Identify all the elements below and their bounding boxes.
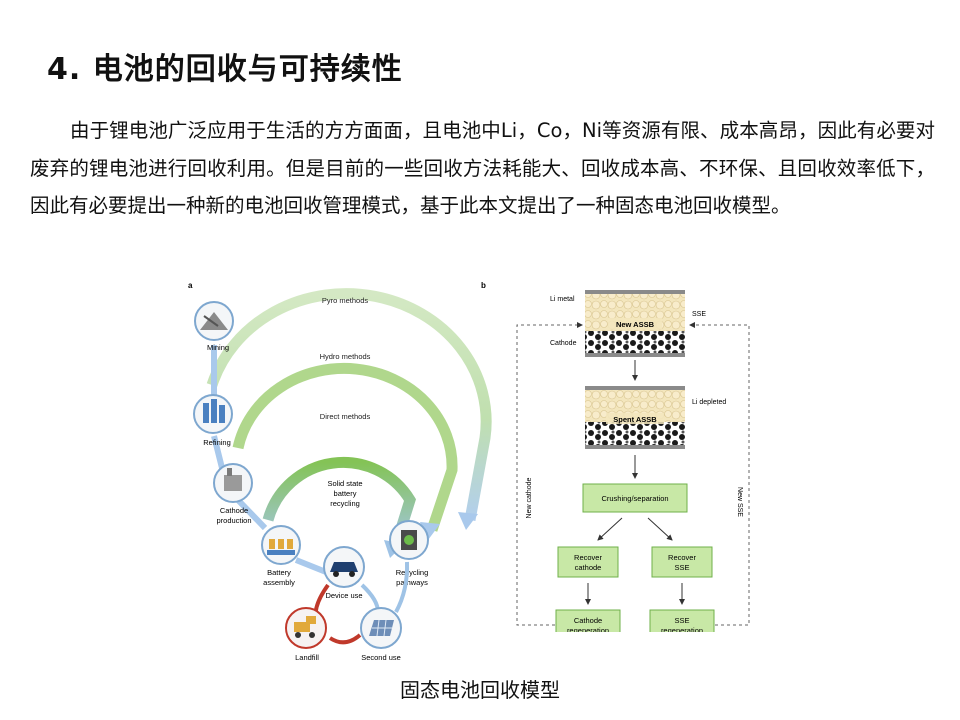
spent-assb-label: Spent ASSB (613, 415, 657, 424)
second-use-label: Second use (361, 653, 401, 662)
slide-title: 4. 电池的回收与可持续性 (47, 52, 403, 87)
new-cathode-loop (516, 322, 585, 626)
device-use-label: Device use (325, 591, 362, 600)
panel-b-label: b (481, 281, 486, 290)
hydro-label: Hydro methods (320, 352, 371, 361)
recycling-pathways-label-1: Recycling (396, 568, 429, 577)
sse-regen-label-2: regeneration (661, 626, 703, 632)
pyro-arrow-head (458, 512, 478, 530)
recover-cathode-box (557, 546, 619, 578)
hydro-arc (232, 362, 458, 532)
second-use-to-landfill-arrow (328, 633, 362, 645)
recover-cathode-label-2: cathode (575, 563, 602, 572)
body-paragraph: 由于锂电池广泛应用于生活的方方面面，且电池中Li，Co，Ni等资源有限、成本高昂… (30, 119, 935, 217)
recycling-pathways-label-2: pathways (396, 578, 428, 587)
recover-sse-box (651, 546, 713, 578)
cathode-regen-box (555, 609, 621, 632)
recover-sse-label-1: Recover (668, 553, 696, 562)
li-depleted-label: Li depleted (692, 399, 726, 406)
assb-recycling-flowchart: b New cathode New SSE New ASSB Li metal … (481, 281, 750, 632)
center-label-line2: battery (334, 489, 357, 498)
cathode-regen-label-1: Cathode (574, 616, 602, 625)
recycling-pathways-stage: Recycling pathways (389, 520, 429, 587)
new-assb-cell: New ASSB (585, 290, 685, 357)
center-label-line1: Solid state (327, 479, 362, 488)
arrow-to-recover-sse (647, 517, 673, 541)
battery-assembly-label-1: Battery (267, 568, 291, 577)
supply-chain-line (211, 345, 328, 575)
sse-label: SSE (692, 311, 706, 318)
cathode-label: Cathode (550, 340, 577, 347)
cathode-regen-label-2: regeneration (567, 626, 609, 632)
cathode-production-stage: Cathode production (213, 463, 253, 525)
refining-label: Refining (203, 438, 231, 447)
new-assb-label: New ASSB (616, 320, 655, 329)
sse-regen-label-1: SSE (674, 616, 689, 625)
direct-label: Direct methods (320, 412, 371, 421)
refining-stage: Refining (193, 394, 233, 447)
sse-regen-box (649, 609, 715, 632)
mining-label: Mining (207, 343, 229, 352)
recycling-cycle-diagram: a Pyro methods Hydro methods Direct meth… (188, 281, 492, 662)
center-label-line3: recycling (330, 499, 360, 508)
second-use-to-recycling-arrow (394, 561, 410, 613)
cathode-production-label-2: production (216, 516, 251, 525)
cathode-production-label-1: Cathode (220, 506, 248, 515)
pyro-arc (206, 288, 492, 521)
second-use-stage: Second use (360, 607, 402, 662)
mining-stage: Mining (194, 301, 234, 352)
device-use-stage: Device use (323, 546, 365, 600)
direct-arc (262, 456, 416, 550)
arrow-to-recover-cathode (597, 517, 623, 541)
landfill-label: Landfill (295, 653, 319, 662)
panel-a-label: a (188, 281, 193, 290)
landfill-stage: Landfill (285, 607, 327, 662)
new-sse-loop (689, 322, 750, 626)
crushing-box (582, 483, 688, 513)
figure-caption: 固态电池回收模型 (400, 678, 560, 702)
recover-sse-label-2: SSE (674, 563, 689, 572)
battery-assembly-stage: Battery assembly (261, 525, 301, 587)
new-cathode-label: New cathode (526, 477, 533, 518)
battery-assembly-label-2: assembly (263, 578, 295, 587)
li-metal-label: Li metal (550, 296, 575, 303)
recover-cathode-label-1: Recover (574, 553, 602, 562)
pyro-label: Pyro methods (322, 296, 369, 305)
spent-assb-cell: Spent ASSB (585, 386, 685, 449)
crushing-label: Crushing/separation (601, 494, 668, 503)
new-sse-label: New SSE (736, 487, 743, 517)
hydro-arrow-head (420, 522, 440, 540)
